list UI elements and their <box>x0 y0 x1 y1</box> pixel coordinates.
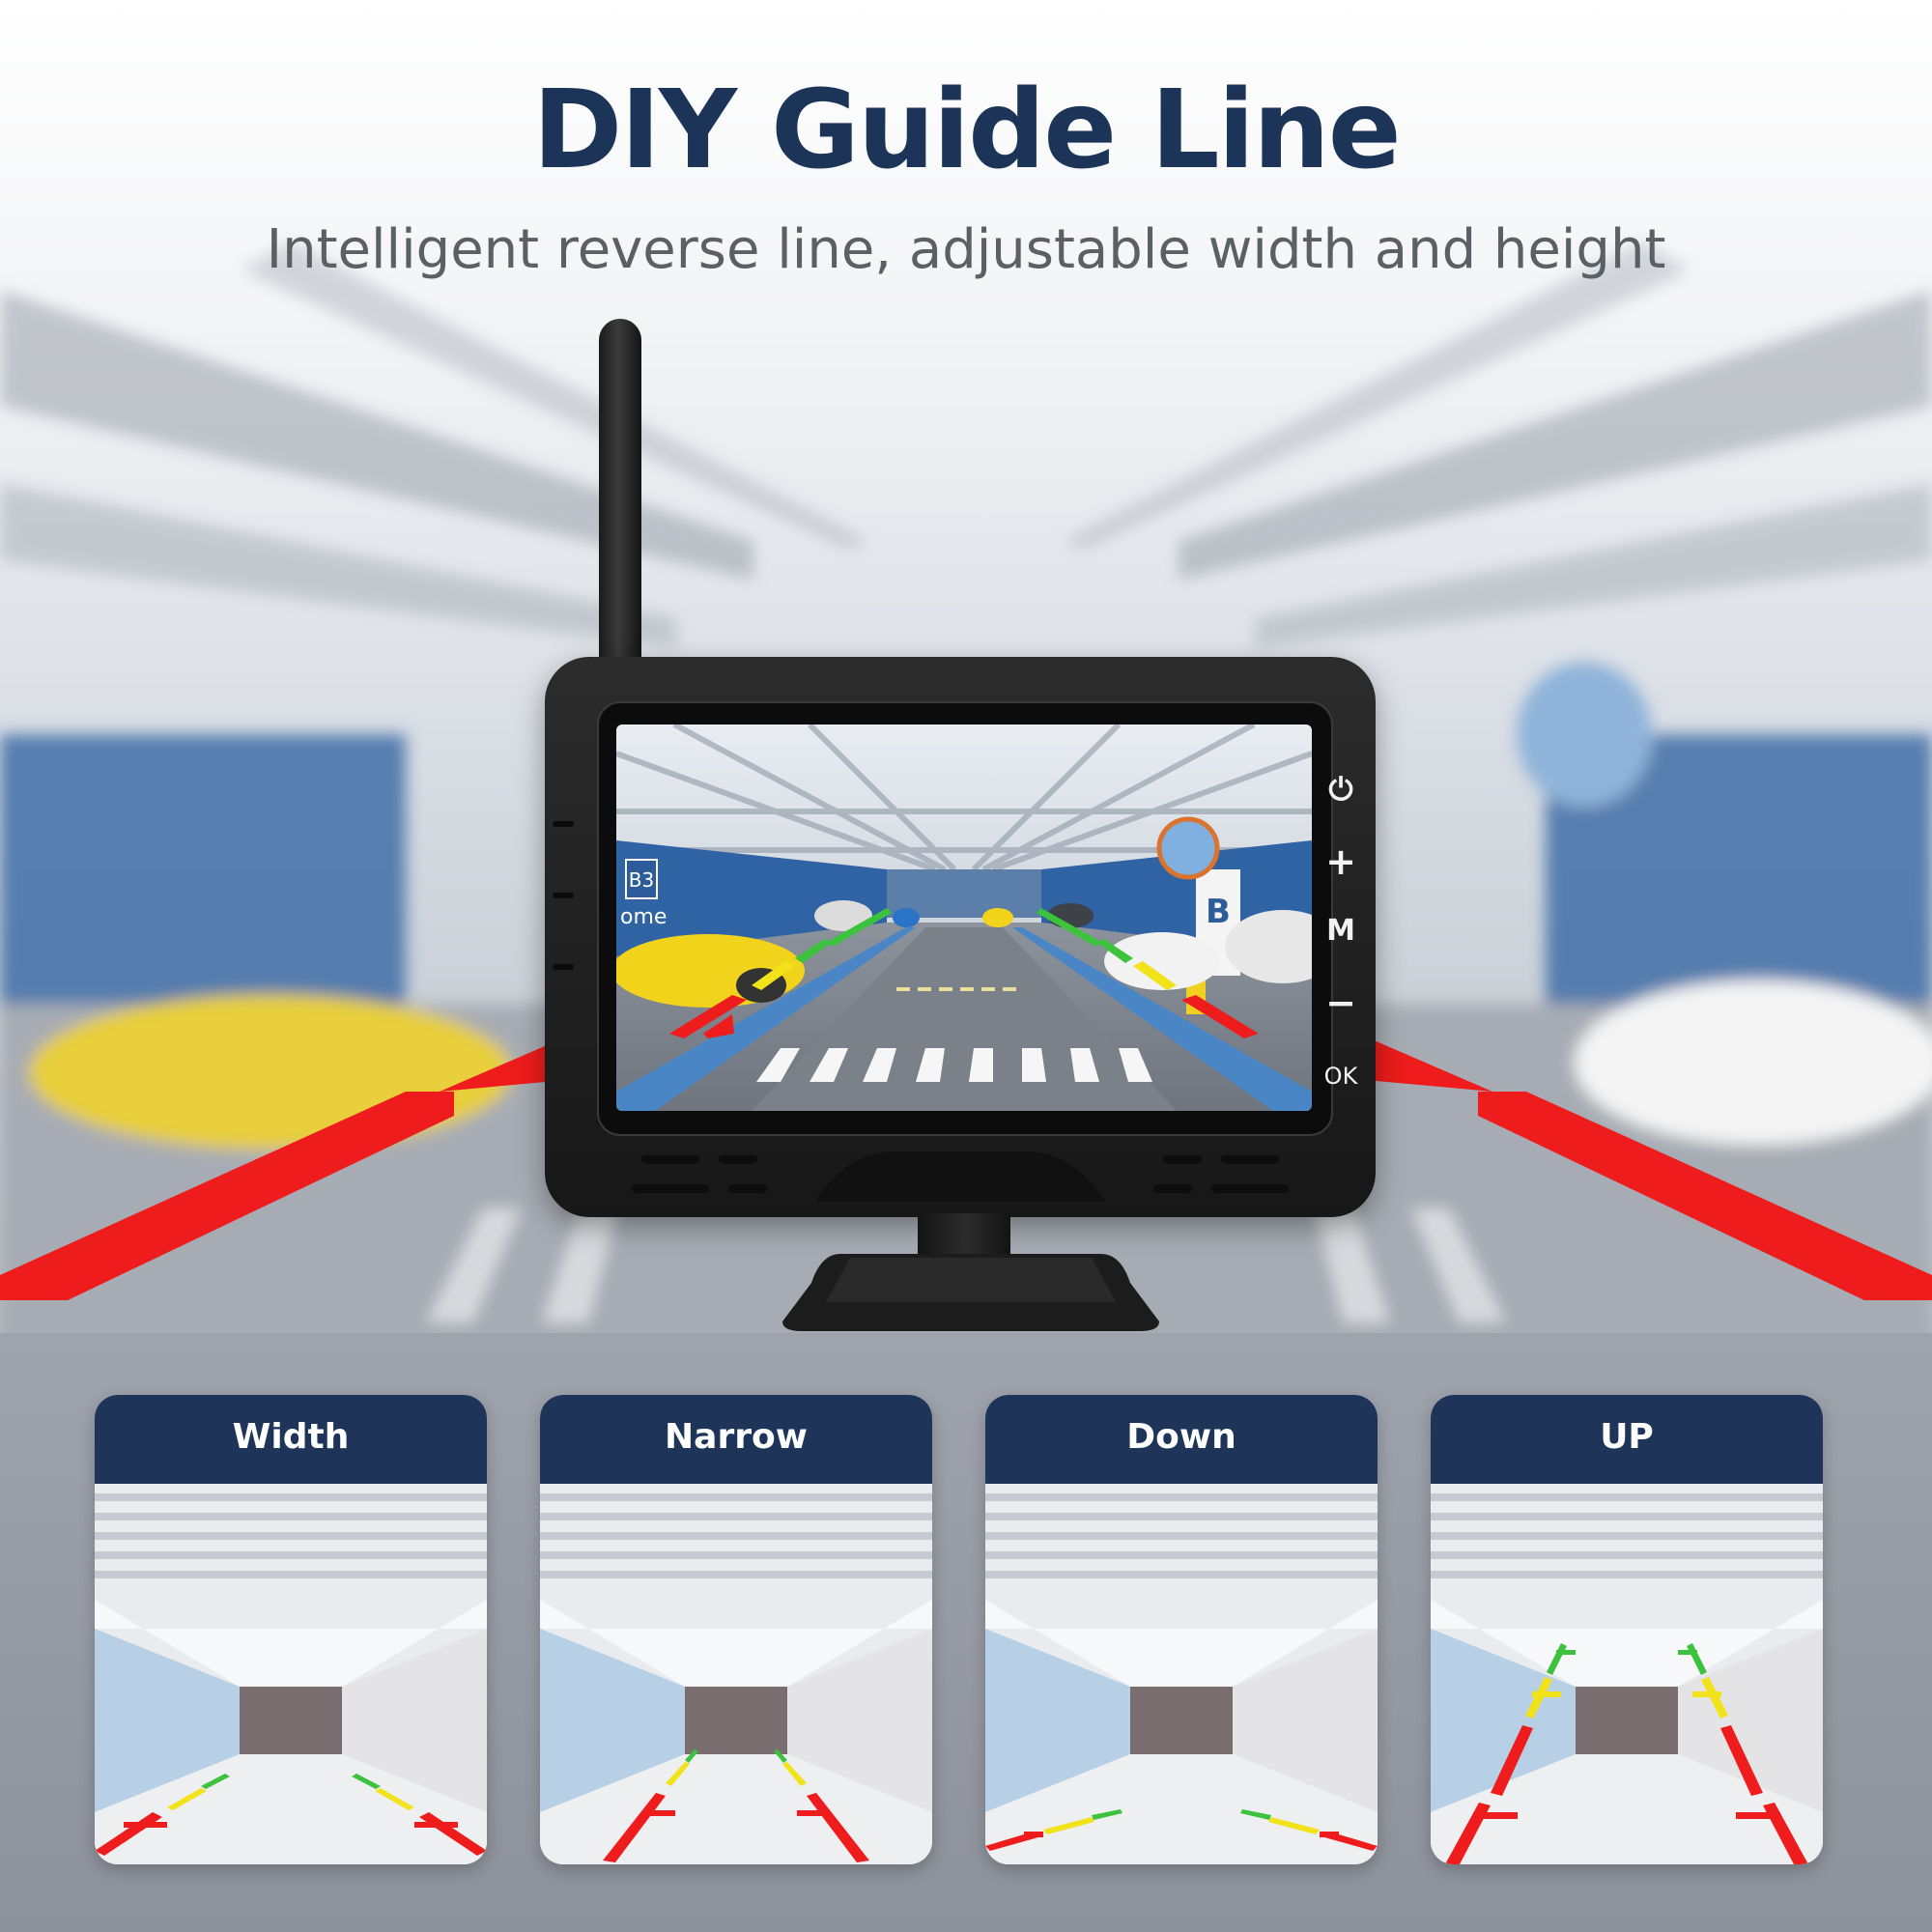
card-image-narrow <box>540 1484 932 1864</box>
card-label: Down <box>985 1395 1378 1484</box>
ok-icon[interactable]: OK <box>1323 1063 1358 1090</box>
plus-icon[interactable]: + <box>1325 840 1356 883</box>
card-image-up <box>1431 1484 1823 1864</box>
card-width: Width <box>95 1395 487 1864</box>
screen-level-sign: B3 <box>629 868 654 892</box>
vent-slot <box>728 1184 767 1193</box>
screen-guide-lines <box>669 908 1259 1038</box>
card-image-down <box>985 1484 1378 1864</box>
vent-slot <box>641 1155 699 1164</box>
bottom-bezel-ridge <box>815 1151 1105 1202</box>
side-slot <box>553 893 574 898</box>
monitor-device: B3 ome B ⏻ + M − <box>545 657 1376 1217</box>
page-title: DIY Guide Line <box>532 68 1401 193</box>
card-image-width <box>95 1484 487 1864</box>
card-label: UP <box>1431 1395 1823 1484</box>
minus-icon[interactable]: − <box>1325 981 1356 1024</box>
card-label: Narrow <box>540 1395 932 1484</box>
vent-slot <box>632 1184 709 1193</box>
side-slot <box>553 964 574 970</box>
vent-slot <box>1211 1184 1289 1193</box>
vent-slot <box>1163 1155 1202 1164</box>
vent-slot <box>1153 1184 1192 1193</box>
monitor-screen: B3 ome B <box>616 724 1312 1111</box>
side-slot <box>553 821 574 827</box>
menu-icon[interactable]: M <box>1326 914 1355 948</box>
card-up: UP <box>1431 1395 1823 1864</box>
monitor-stand-base <box>782 1254 1159 1331</box>
vent-slot <box>719 1155 757 1164</box>
card-narrow: Narrow <box>540 1395 932 1864</box>
card-label: Width <box>95 1395 487 1484</box>
vent-slot <box>1221 1155 1279 1164</box>
antenna <box>599 319 641 696</box>
card-down: Down <box>985 1395 1378 1864</box>
page-subtitle: Intelligent reverse line, adjustable wid… <box>266 218 1666 281</box>
screen-wall-text: ome <box>620 905 667 929</box>
power-icon[interactable]: ⏻ <box>1328 771 1353 808</box>
screen-pillar-letter: B <box>1206 893 1231 931</box>
